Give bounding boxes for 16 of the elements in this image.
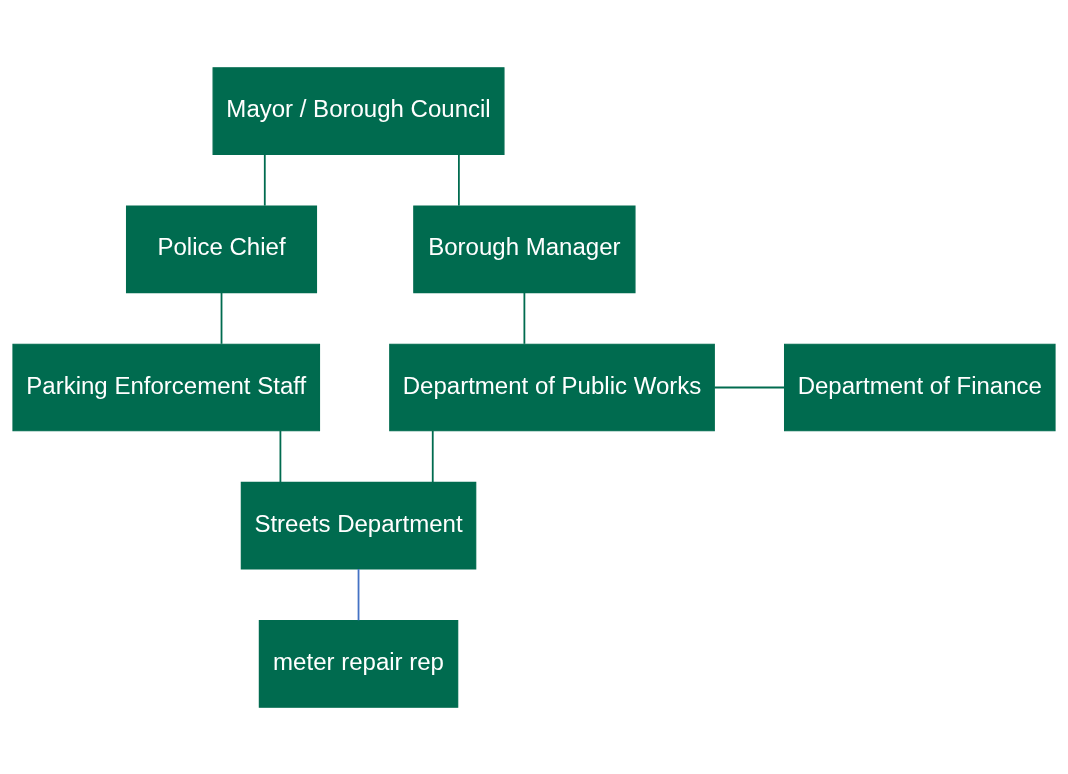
- connector: [458, 153, 460, 206]
- connector: [431, 429, 434, 483]
- node-box: Streets Department: [240, 481, 477, 570]
- node-box: Department of Finance: [784, 343, 1056, 431]
- connector: [220, 291, 223, 345]
- connector: [357, 567, 360, 621]
- node-box: Police Chief: [125, 204, 318, 293]
- node-box: Parking Enforcement Staff: [12, 343, 321, 431]
- connector: [279, 429, 282, 483]
- node-box: Mayor / Borough Council: [212, 66, 505, 155]
- connector: [263, 153, 266, 206]
- node-box: Department of Public Works: [389, 343, 715, 431]
- connector: [713, 386, 786, 388]
- node-box: Borough Manager: [413, 204, 636, 293]
- connector: [523, 291, 526, 345]
- node-box: meter repair rep: [258, 619, 459, 708]
